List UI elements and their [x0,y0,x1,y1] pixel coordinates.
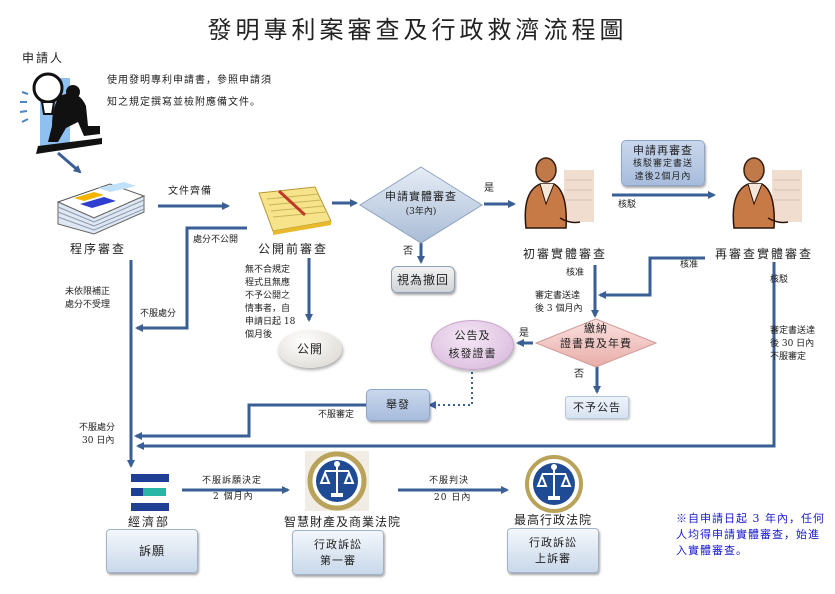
decision-request-substantive [359,166,483,244]
arrow-invalidation-to-moea [134,403,366,440]
node-admin-litigation-first: 行政訴訟 第一審 [292,530,384,575]
page-title: 發明專利案審查及行政救濟流程圖 [207,16,628,44]
label-approved-2: 核准 [680,260,699,270]
ip-court-label: 智慧財產及商業法院 [284,515,402,529]
petition-label: 訴願 [138,544,165,558]
pre-publication-review-label: 公開前審查 [258,242,329,256]
deadline-3m-line-2: 後 3 個月內 [535,304,583,314]
publish-cond-line-3: 不予公開之 [245,291,291,301]
publish-cond-line-5: 申請日起 18 [245,317,296,327]
label-rejected-1: 核駁 [618,200,637,210]
label-not-publish-decision: 處分不公開 [193,235,239,245]
node-deemed-withdrawn: 視為撤回 [391,266,455,293]
node-admin-litigation-appeal: 行政訴訟 上訴審 [507,528,599,573]
publish-cond-line-6: 個月後 [245,330,273,340]
admin-litigation-2-line-1: 行政訴訟 [529,535,577,549]
no-correction-line-1: 未依限補正 [65,287,111,297]
deadline-30d-line-2: 後 30 日內 [770,339,815,349]
label-disagree-ruling: 不服審定 [318,410,355,420]
re-exam-request-title: 申請再審查 [633,143,693,157]
node-petition: 訴願 [106,529,198,573]
moea-label: 經濟部 [128,515,171,529]
label-no-2: 否 [574,369,584,380]
admin-litigation-1-line-2: 第一審 [320,553,356,567]
request-substantive-sub: (3年內) [405,207,437,217]
instruction-line-1: 使用發明專利申請書，參照申請須 [107,75,272,86]
applicant-lightbulb-icon [19,72,102,154]
ip-court-seal-icon [305,451,369,511]
instruction-line-2: 知之規定撰寫並檢附應備文件。 [107,97,261,108]
not-announced-label: 不予公告 [573,400,621,414]
moea-logo-bar-top [131,474,169,482]
footnote: ※自申請日起 3 年內，任何人均得申請實體審查，始進入實體審查。 [676,512,825,557]
pay-fees-line-2: 證書費及年費 [560,337,632,350]
publish-cond-line-1: 無不合規定 [245,265,291,275]
no-correction-line-2: 處分不受理 [65,300,111,310]
re-exam-request-line-1: 核駁審定書送 [632,158,693,169]
node-re-exam-request: 申請再審查 核駁審定書送 達後2個月內 [621,140,705,186]
label-disagree-decision: 不服處分 [140,309,177,319]
re-examiner-icon [732,157,802,229]
node-invalidation: 舉發 [366,389,430,421]
deadline-30d-line-1: 審定書送達 [770,326,816,336]
deadline-30d-line-3: 不服審定 [770,352,807,362]
re-exam-substantive-label: 再審查實體審查 [715,247,814,261]
arrow-reexam-rejected-to-moea [136,262,776,450]
label-yes-2: 是 [519,328,529,339]
disagree-30d-line-1: 不服處分 [79,423,116,433]
examiner-icon [524,157,594,229]
label-no-1: 否 [403,246,413,257]
arrow-announce-to-invalidation [432,372,473,406]
moea-logo-bar-bottom [131,503,169,511]
label-rejected-2: 核駁 [770,275,789,285]
node-not-announced: 不予公告 [565,396,629,419]
deadline-3m-line-1: 審定書送達 [535,291,581,301]
node-announce-certificate: 公告及 核發證書 [431,320,514,370]
disagree-30d-line-2: 30 日內 [82,436,115,446]
label-yes-1: 是 [484,183,494,194]
announce-line-2: 核發證書 [448,347,497,360]
announce-line-1: 公告及 [454,329,491,342]
publication-label: 公開 [296,342,323,356]
deemed-withdrawn-label: 視為撤回 [396,272,449,287]
publish-cond-line-2: 程式且無應 [245,278,291,288]
label-approved-1: 核准 [566,268,585,278]
arrow-not-publish-decision [135,226,247,332]
judgment-appeal-line-1: 不服判決 [429,476,470,486]
judgment-appeal-line-2: 20 日內 [434,493,472,503]
pay-fees-line-1: 繳納 [584,322,608,335]
moea-logo-bar-mid-left [131,488,143,496]
supreme-court-label: 最高行政法院 [514,513,593,527]
supreme-court-seal-icon [525,455,583,513]
decision-pay-fees [534,318,658,368]
admin-litigation-1-line-1: 行政訴訟 [314,537,362,551]
publish-cond-line-4: 情事者，自 [245,304,291,314]
arrow-applicant-to-procedural [57,151,82,174]
documents-stack-icon [56,182,146,235]
applicant-label: 申請人 [22,51,65,65]
petition-appeal-line-2: 2 個月內 [213,492,254,502]
invalidation-label: 舉發 [386,398,410,411]
node-publication: 公開 [278,330,342,368]
admin-litigation-2-line-2: 上訴審 [535,551,571,565]
re-exam-request-line-2: 達後2個月內 [634,171,692,182]
request-substantive-label: 申請實體審查 [385,190,457,203]
arrow-reexam-approved [598,256,705,299]
petition-appeal-line-1: 不服訴願決定 [202,476,263,486]
first-substantive-label: 初審實體審查 [523,247,608,261]
procedural-review-label: 程序審查 [70,242,127,256]
label-documents-complete: 文件齊備 [168,186,212,197]
notepad-pencil-icon [258,186,332,235]
moea-logo-bar-mid-right [143,488,166,496]
